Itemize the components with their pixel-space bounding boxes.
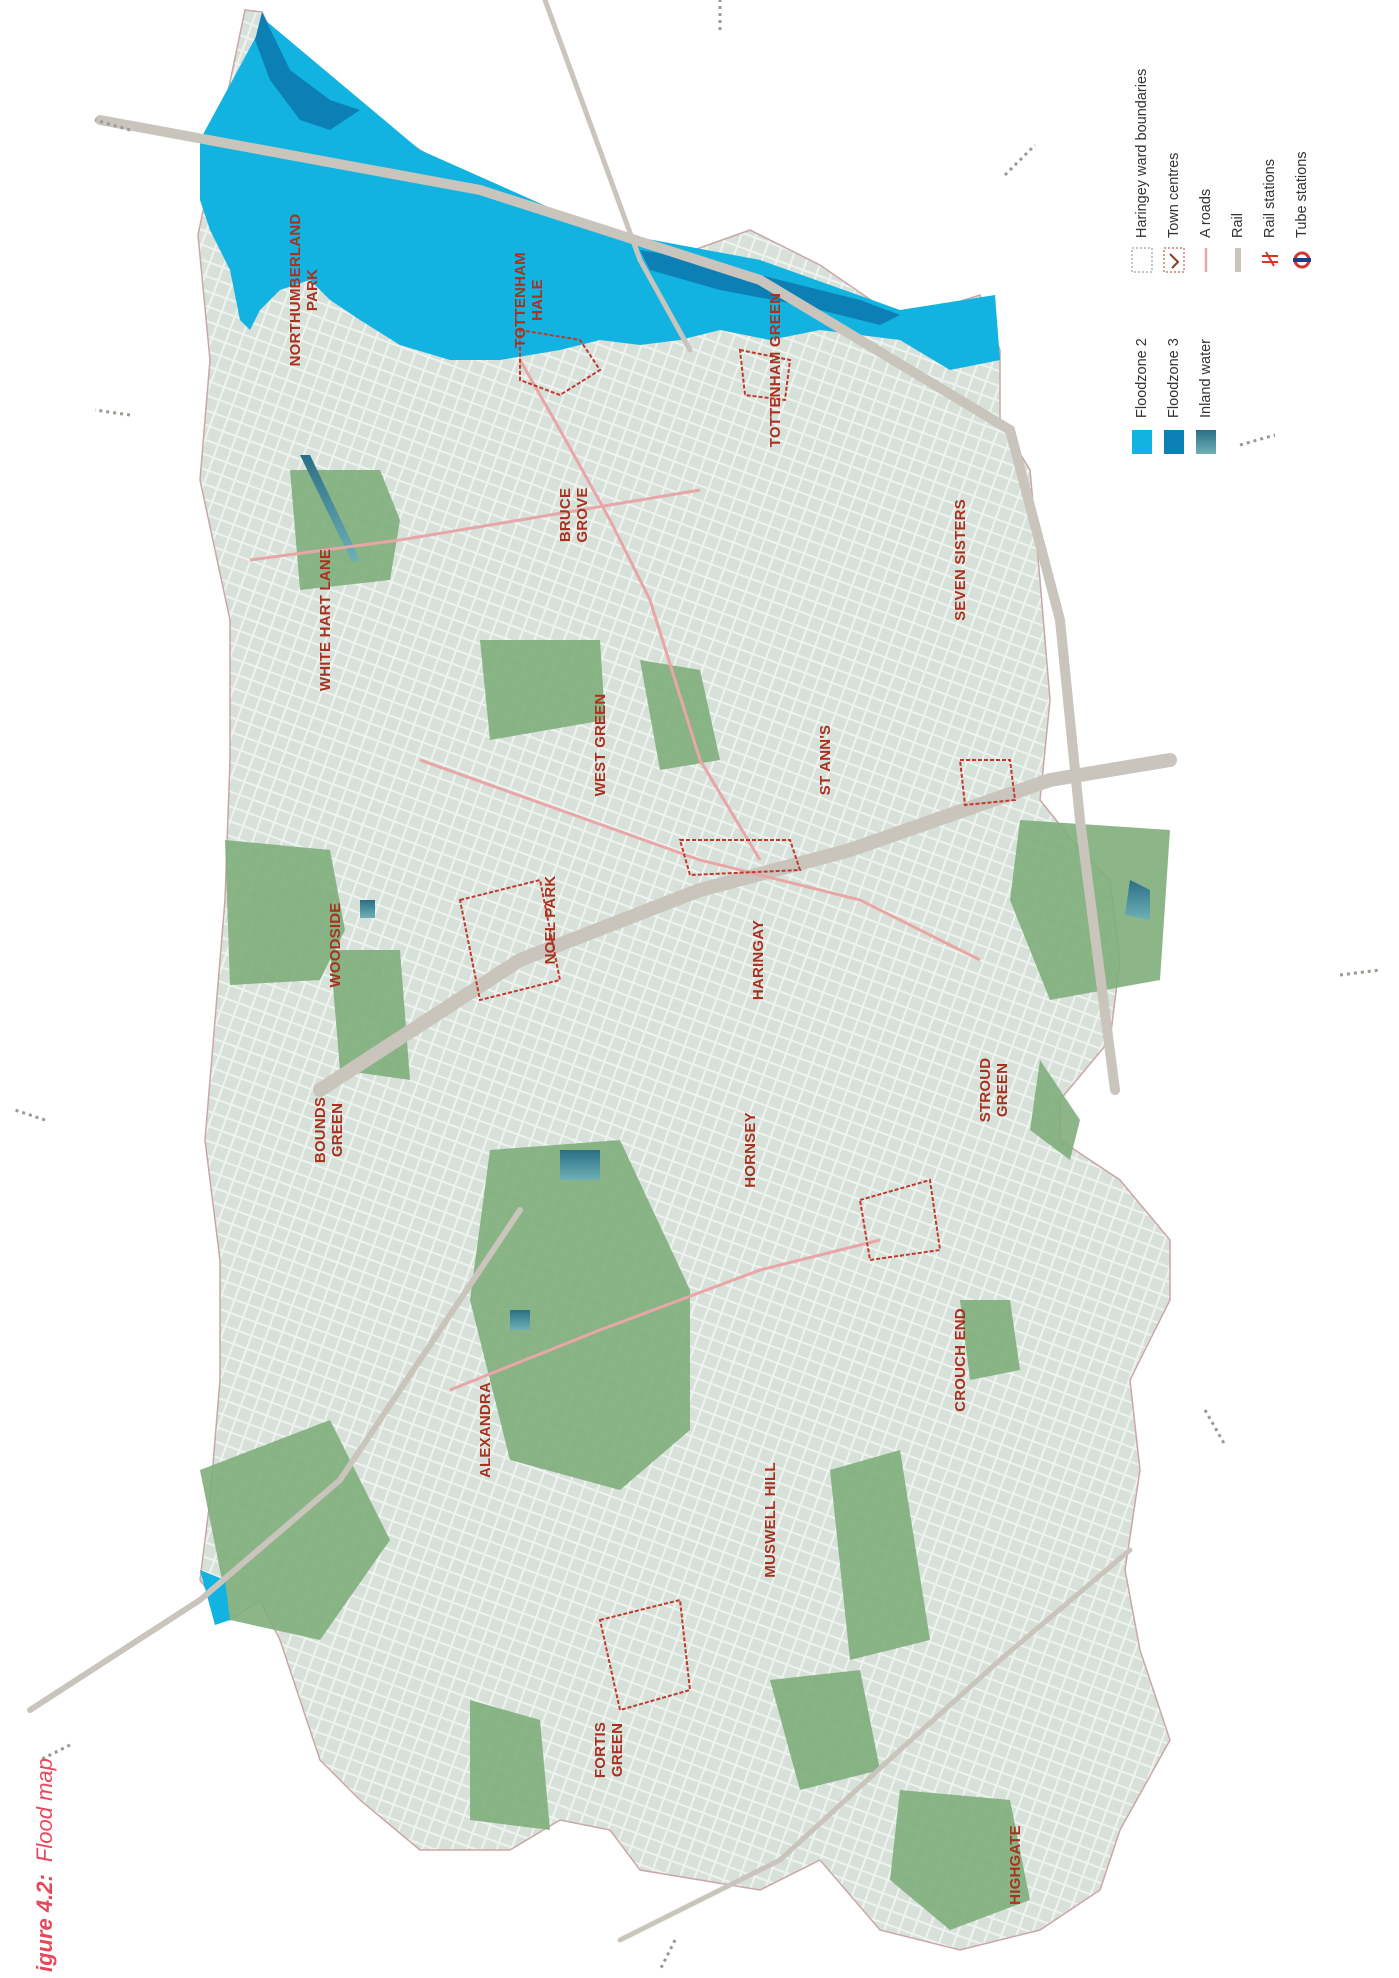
a-road-green-lanes (419, 758, 981, 962)
legend-label-floodzone2: Floodzone 2 (1134, 338, 1150, 418)
borough-outline (197, 9, 1171, 1951)
green-space-west-green (640, 660, 720, 770)
moselle-brook (300, 455, 360, 562)
rail-line-westmain (313, 753, 1177, 1097)
legend-label-town-centres: Town centres (1166, 153, 1182, 238)
legend-label-tube-stations: Tube stations (1294, 151, 1310, 238)
town-centre-muswell-hill (598, 1598, 692, 1712)
figure-caption-title: Flood map (32, 1758, 57, 1862)
green-space-queens-wood (770, 1670, 880, 1790)
ward-label-tottenham-green: TOTTENHAM GREEN (767, 293, 784, 447)
inland-water (300, 455, 1150, 1330)
arrow-northwest (94, 118, 131, 132)
ward-label-woodside: WOODSIDE (327, 903, 344, 988)
ward-boundary-icon (1131, 247, 1153, 273)
floodzone3-swatch-icon (1164, 430, 1184, 454)
ward-label-white-hart-lane: WHITE HART LANE (317, 549, 334, 691)
green-space-alexandra-park (470, 1140, 690, 1490)
pond-grove (510, 1310, 530, 1330)
legend-label-rail-stations: Rail stations (1262, 159, 1278, 238)
arrow-southeast (1203, 1409, 1227, 1446)
reservoir-woodberry (1125, 880, 1150, 920)
town-centre-finsbury (958, 759, 1017, 807)
rail-line-northeast (95, 115, 1120, 1095)
ward-label-stroud-green: STROUDGREEN (977, 1058, 1011, 1123)
green-space-lordship-rec (480, 640, 605, 740)
legend-label-a-roads: A roads (1198, 189, 1214, 238)
arrow-southwest (39, 1743, 71, 1762)
arrow-east (1339, 968, 1381, 977)
town-centre-green-lanes (678, 839, 802, 877)
rail-line-north (542, 0, 693, 353)
a-roads (249, 359, 981, 1392)
town-centre-crouch-end (858, 1178, 942, 1262)
direction-arrows (14, 0, 1381, 1971)
ward-label-fortis-green: FORTISGREEN (592, 1722, 626, 1778)
inland-water-swatch-icon (1196, 430, 1216, 454)
arrow-west-mid (14, 1108, 46, 1122)
floodzone2-swatch-icon (1132, 430, 1152, 454)
ward-label-highgate: HIGHGATE (1007, 1825, 1024, 1905)
ward-label-haringay: HARINGAY (750, 920, 767, 1000)
town-centre-seven-sisters (738, 348, 792, 402)
ward-label-seven-sisters: SEVEN SISTERS (952, 499, 969, 621)
ward-label-st-ann-s: ST ANN'S (817, 725, 834, 795)
floodzone-3 (255, 12, 360, 130)
arrow-south (658, 1939, 677, 1971)
green-space-highgate-woods (830, 1450, 930, 1660)
map-legend: Floodzone 2 Floodzone 3 Inland water Har… (1131, 69, 1311, 454)
green-space-crouch-end (960, 1300, 1020, 1380)
ward-label-crouch-end: CROUCH END (952, 1308, 969, 1412)
ward-label-bruce-grove: BRUCEGROVE (557, 487, 591, 542)
town-centres (458, 328, 1017, 1712)
ward-labels: NORTHUMBERLANDPARK TOTTENHAMHALE TOTTENHAM… (287, 214, 1024, 1905)
legend-label-ward-boundaries: Haringey ward boundaries (1134, 69, 1150, 238)
town-centre-wood-green (458, 878, 562, 1002)
arrow-east-mid (1239, 433, 1276, 447)
a-road-westgreen (249, 488, 701, 562)
town-centre-icon (1163, 247, 1185, 273)
rail-station-icon (1262, 251, 1278, 267)
figure-caption: igure 4.2: Flood map (32, 1758, 57, 1972)
a-road-crouch (449, 1238, 881, 1392)
rail-line-highgate (617, 1547, 1133, 1943)
arrow-west-top (94, 408, 131, 417)
ward-label-northumberland-park: NORTHUMBERLANDPARK (287, 214, 321, 367)
ward-label-alexandra: ALEXANDRA (477, 1382, 494, 1478)
rail-line-northwest (27, 1207, 523, 1713)
lake-alexandra (560, 1150, 600, 1180)
green-space-highgate-cemetery (890, 1790, 1030, 1930)
town-centre-icon-mark (1169, 253, 1180, 269)
legend-label-rail: Rail (1230, 213, 1246, 238)
pond-woodside (360, 900, 375, 918)
ward-label-west-green: WEST GREEN (592, 694, 609, 797)
floodzone-2 (200, 20, 1000, 370)
ward-label-bounds-green: BOUNDSGREEN (312, 1097, 346, 1163)
tube-station-icon (1293, 251, 1311, 269)
ward-label-tottenham-hale: TOTTENHAMHALE (512, 252, 546, 348)
ward-label-muswell-hill: MUSWELL HILL (762, 1462, 779, 1577)
a-road-high-road (518, 359, 762, 861)
green-space-east (1030, 1060, 1080, 1160)
green-space-coldfall (470, 1700, 550, 1830)
ward-label-noel-park: NOEL PARK (542, 876, 559, 965)
legend-label-floodzone3: Floodzone 3 (1166, 338, 1182, 418)
figure-caption-number: igure 4.2: (32, 1874, 57, 1972)
ward-label-hornsey: HORNSEY (742, 1112, 759, 1188)
green-space-park (225, 840, 345, 985)
town-centre-tottenham (519, 328, 602, 397)
rail-lines (27, 0, 1177, 1943)
arrow-northeast (1003, 143, 1037, 177)
legend-label-inland-water: Inland water (1198, 339, 1214, 418)
